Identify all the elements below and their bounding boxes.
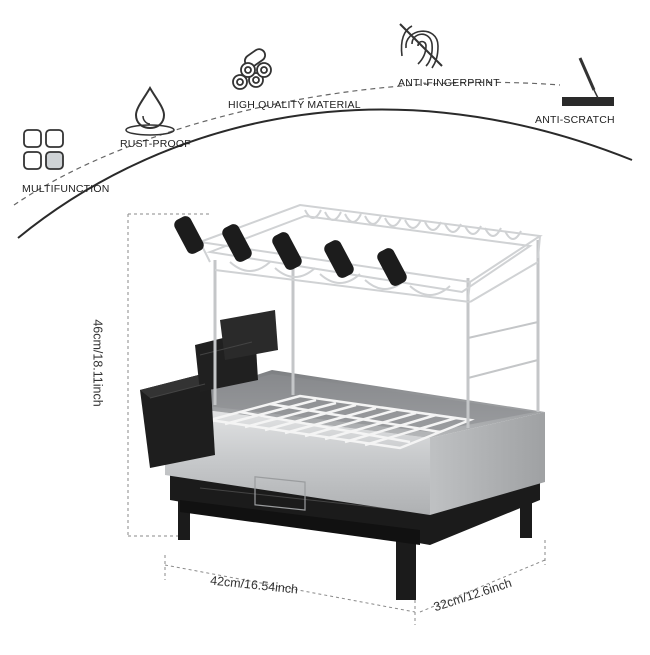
knife-scratch-icon (562, 57, 614, 106)
feature-label-rust-proof: RUST-PROOF (120, 138, 191, 150)
height-dimension-label: 46cm/18.11inch (90, 319, 105, 407)
no-fingerprint-icon (399, 23, 443, 69)
cup-holder-paddles (174, 216, 407, 286)
utensil-holder (140, 310, 278, 468)
dimension-lines (127, 213, 546, 625)
lower-rack-grid (209, 394, 475, 450)
four-squares-icon (23, 129, 64, 170)
black-base (170, 475, 540, 600)
feature-label-anti-fingerprint: ANTI-FINGERPRINT (398, 77, 500, 89)
feature-label-anti-scratch: ANTI-SCRATCH (535, 114, 615, 126)
water-drop-icon (125, 86, 175, 136)
dish-rack (140, 203, 545, 600)
feature-label-multifunction: MULTIFUNCTION (22, 183, 110, 195)
feature-label-high-quality-material: HIGH QUALITY MATERIAL (228, 99, 361, 111)
material-rolls-icon (232, 48, 272, 90)
decorative-arcs (13, 81, 633, 239)
rack-posts (213, 240, 540, 428)
upper-dish-rack (199, 203, 543, 303)
